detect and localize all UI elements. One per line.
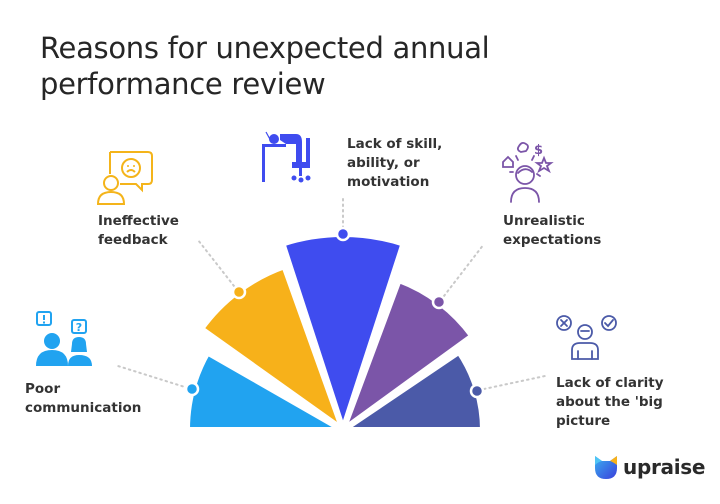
label-line: Ineffective xyxy=(98,213,179,229)
person-confused-choices-icon xyxy=(556,315,617,360)
label-ineffective-feedback: Ineffective feedback xyxy=(98,212,179,250)
people-speech-bubbles-icon: ? xyxy=(36,311,92,366)
upraise-logo-text: upraise xyxy=(623,455,706,479)
marker-lack-of-skill xyxy=(335,226,351,242)
label-line: Lack of skill, xyxy=(347,136,443,152)
label-lack-of-skill: Lack of skill, ability, or motivation xyxy=(347,135,442,192)
svg-text:$: $ xyxy=(534,143,543,158)
marker-unrealistic-expectations xyxy=(431,294,447,310)
title-line-1: Reasons for unexpected annual xyxy=(40,31,490,65)
label-lack-of-clarity: Lack of clarity about the 'big picture xyxy=(556,374,664,431)
connector-lack-of-clarity xyxy=(483,375,546,390)
marker-lack-of-clarity xyxy=(469,383,485,399)
label-line: picture xyxy=(556,413,611,429)
label-line: Lack of clarity xyxy=(556,375,664,391)
marker-ineffective-feedback xyxy=(231,284,247,300)
label-line: feedback xyxy=(98,232,168,248)
page-title: Reasons for unexpected annual performanc… xyxy=(40,30,600,102)
upraise-logo-mark-icon xyxy=(595,456,617,479)
person-overwhelmed-icon: $ xyxy=(502,141,554,203)
label-line: motivation xyxy=(347,174,430,190)
label-line: Unrealistic xyxy=(503,213,585,229)
marker-poor-communication xyxy=(184,381,200,397)
label-line: about the 'big xyxy=(556,394,663,410)
connector-lines xyxy=(117,195,546,390)
title-line-2: performance review xyxy=(40,67,326,101)
label-unrealistic-expectations: Unrealistic expectations xyxy=(503,212,601,250)
upraise-logo: upraise xyxy=(594,454,705,480)
svg-text:?: ? xyxy=(76,321,82,334)
tired-person-at-desk-icon xyxy=(262,131,311,183)
person-sad-face-bubble-icon xyxy=(96,151,153,205)
connector-poor-communication xyxy=(117,365,189,389)
label-line: ability, or xyxy=(347,155,420,171)
label-line: communication xyxy=(25,400,142,416)
connector-ineffective-feedback xyxy=(197,239,235,287)
label-line: Poor xyxy=(25,381,61,397)
label-poor-communication: Poor communication xyxy=(25,380,141,418)
label-line: expectations xyxy=(503,232,602,248)
connector-unrealistic-expectations xyxy=(443,243,485,297)
